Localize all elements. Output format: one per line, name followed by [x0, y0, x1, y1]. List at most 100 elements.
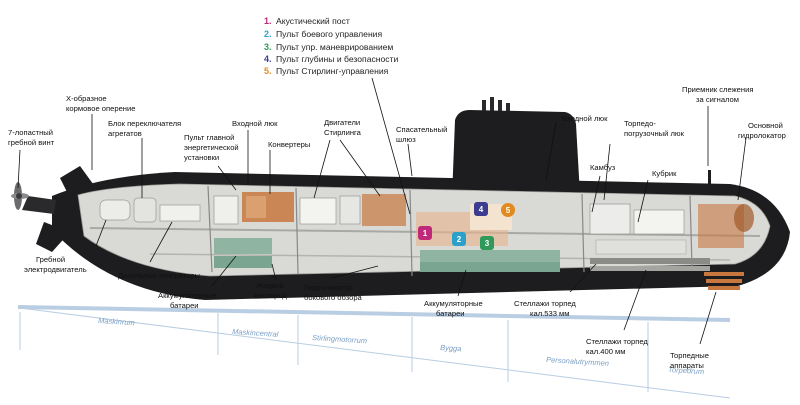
label-torpedo-racks-400: Стеллажи торпед кал.400 мм: [586, 337, 648, 356]
svg-text:за сигналом: за сигналом: [696, 95, 739, 104]
svg-text:4.: 4.: [264, 54, 272, 64]
label-side-sonar: Гидролокатор бокового обзора: [304, 283, 363, 302]
svg-text:аппараты: аппараты: [670, 361, 704, 370]
svg-text:1: 1: [423, 229, 428, 238]
label-batteries-aft: Аккумуляторные батареи: [158, 291, 217, 310]
label-signal-receiver: Приемник слежения за сигналом: [682, 85, 753, 104]
svg-text:5.: 5.: [264, 66, 272, 76]
legend-item-2: 2. Пульт боевого управления: [264, 29, 382, 39]
svg-text:7-лопастный: 7-лопастный: [8, 128, 53, 137]
section-labels: Maskinrum Maskincentral Stirlingmotorrum…: [98, 316, 704, 376]
svg-text:Пульт главной: Пульт главной: [184, 133, 234, 142]
torpedo-tubes-icon: [704, 272, 744, 290]
svg-text:кал.533 мм: кал.533 мм: [530, 309, 569, 318]
cutaway-interior: [77, 183, 771, 290]
svg-text:Жидкий: Жидкий: [256, 281, 284, 290]
control-markers: 1 2 3 4 5: [418, 202, 515, 250]
label-torpedo-loading-hatch: Торпедо- погрузочный люк: [624, 119, 685, 138]
svg-text:Акустический пост: Акустический пост: [276, 16, 350, 26]
svg-text:Стеллажи торпед: Стеллажи торпед: [514, 299, 576, 308]
svg-text:Приемник слежения: Приемник слежения: [682, 85, 753, 94]
marker-4: 4: [474, 202, 488, 216]
svg-text:Пульт Стирлинг-управления: Пульт Стирлинг-управления: [276, 66, 389, 76]
svg-text:Камбуз: Камбуз: [590, 163, 616, 172]
svg-text:электродвигатель: электродвигатель: [24, 265, 87, 274]
svg-text:гидролокатор: гидролокатор: [738, 131, 786, 140]
section-label-5: Torpedrum: [668, 365, 704, 376]
svg-text:Гидролокатор: Гидролокатор: [304, 283, 353, 292]
svg-text:батареи: батареи: [170, 301, 199, 310]
svg-text:агрегатов: агрегатов: [108, 129, 142, 138]
svg-text:5: 5: [506, 206, 511, 215]
label-crew-quarters: Кубрик: [652, 169, 677, 178]
svg-text:установки: установки: [184, 153, 219, 162]
label-galley: Камбуз: [590, 163, 616, 172]
callout-labels: 7-лопастный гребной винт Х-образное корм…: [8, 85, 786, 370]
svg-text:Пульт упр. маневрированием: Пульт упр. маневрированием: [276, 42, 393, 52]
svg-text:Основной: Основной: [748, 121, 783, 130]
svg-text:Пульт боевого управления: Пульт боевого управления: [276, 29, 382, 39]
svg-text:3.: 3.: [264, 42, 272, 52]
svg-text:Аккумуляторные: Аккумуляторные: [158, 291, 217, 300]
svg-text:бокового обзора: бокового обзора: [304, 293, 363, 302]
legend-item-3: 3. Пульт упр. маневрированием: [264, 42, 393, 52]
marker-3: 3: [480, 236, 494, 250]
svg-text:3: 3: [485, 239, 490, 248]
svg-text:Стеллажи торпед: Стеллажи торпед: [586, 337, 648, 346]
svg-text:погрузочный люк: погрузочный люк: [624, 129, 685, 138]
legend-item-5: 5. Пульт Стирлинг-управления: [264, 66, 389, 76]
svg-text:энергетической: энергетической: [184, 143, 239, 152]
leader-lines: [17, 77, 747, 345]
svg-text:Конвертеры: Конвертеры: [268, 140, 310, 149]
svg-text:Дизельные генераторы: Дизельные генераторы: [118, 271, 200, 280]
svg-text:Аккумуляторные: Аккумуляторные: [424, 299, 483, 308]
legend-item-4: 4. Пульт глубины и безопасности: [264, 54, 399, 64]
svg-text:Входной люк: Входной люк: [232, 119, 278, 128]
svg-text:Стирлинга: Стирлинга: [324, 128, 362, 137]
svg-text:Гребной: Гребной: [36, 255, 65, 264]
marker-2: 2: [452, 232, 466, 246]
label-torpedo-tubes: Торпедные аппараты: [670, 351, 709, 370]
svg-text:Торпедо-: Торпедо-: [624, 119, 656, 128]
section-label-2: Stirlingmotorrum: [312, 333, 367, 345]
label-propeller: 7-лопастный гребной винт: [8, 128, 55, 147]
svg-text:2: 2: [457, 235, 462, 244]
svg-text:Спасательный: Спасательный: [396, 125, 447, 134]
svg-text:Пульт глубины и безопасности: Пульт глубины и безопасности: [276, 54, 399, 64]
section-label-4: Personalutrymmen: [546, 355, 609, 368]
marker-5: 5: [501, 203, 515, 217]
svg-text:кормовое оперение: кормовое оперение: [66, 104, 135, 113]
svg-text:кал.400 мм: кал.400 мм: [586, 347, 625, 356]
label-main-power: Пульт главной энергетической установки: [184, 133, 239, 162]
label-entry-hatch-aft: Входной люк: [232, 119, 278, 128]
svg-text:Входной люк: Входной люк: [562, 114, 608, 123]
svg-text:кислород: кислород: [254, 291, 287, 300]
label-diesel-generators: Дизельные генераторы: [118, 271, 200, 280]
label-converters: Конвертеры: [268, 140, 310, 149]
svg-text:4: 4: [479, 205, 484, 214]
label-entry-hatch-fwd: Входной люк: [562, 114, 608, 123]
section-label-3: Bygga: [440, 343, 462, 353]
svg-text:1.: 1.: [264, 16, 272, 26]
svg-text:шлюз: шлюз: [396, 135, 416, 144]
section-label-0: Maskinrum: [98, 316, 135, 327]
label-main-sonar: Основной гидролокатор: [738, 121, 786, 140]
label-switch-block: Блок переключателя агрегатов: [108, 119, 181, 138]
svg-text:2.: 2.: [264, 29, 272, 39]
svg-text:гребной винт: гребной винт: [8, 138, 55, 147]
propeller-icon: [11, 182, 29, 210]
svg-text:Кубрик: Кубрик: [652, 169, 677, 178]
section-label-1: Maskincentral: [232, 327, 279, 339]
label-batteries-fwd: Аккумуляторные батареи: [424, 299, 483, 318]
section-strip: [18, 305, 731, 399]
legend-item-1: 1. Акустический пост: [264, 16, 350, 26]
label-torpedo-racks-533: Стеллажи торпед кал.533 мм: [514, 299, 576, 318]
label-escape-lock: Спасательный шлюз: [396, 125, 447, 144]
label-propulsion-motor: Гребной электродвигатель: [24, 255, 87, 274]
marker-1: 1: [418, 226, 432, 240]
label-x-rudder: Х-образное кормовое оперение: [66, 94, 135, 113]
legend: 1. Акустический пост 2. Пульт боевого уп…: [264, 16, 399, 76]
svg-text:Х-образное: Х-образное: [66, 94, 107, 103]
svg-text:Двигатели: Двигатели: [324, 118, 360, 127]
